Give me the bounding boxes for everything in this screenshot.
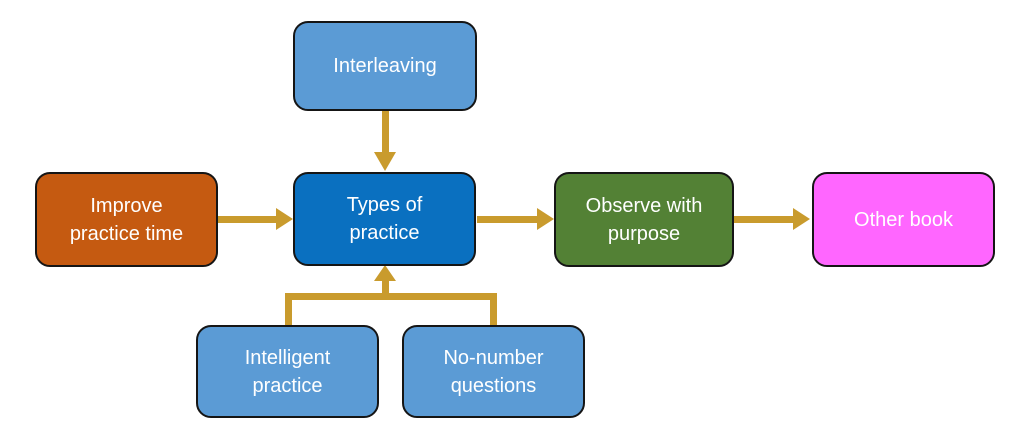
arrowhead-right-icon xyxy=(793,208,810,230)
node-label: questions xyxy=(450,374,537,397)
node-observe-with-purpose: Observe with purpose xyxy=(554,172,734,267)
arrowhead-right-icon xyxy=(537,208,554,230)
arrowhead-right-icon xyxy=(276,208,293,230)
arrowhead-down-icon xyxy=(374,152,396,171)
node-label: Improve xyxy=(90,194,163,217)
node-intelligent-practice: Intelligent practice xyxy=(196,325,379,418)
node-label: purpose xyxy=(607,222,681,245)
node-no-number-questions: No-number questions xyxy=(402,325,585,418)
node-label: practice xyxy=(252,374,323,397)
node-label: Intelligent xyxy=(244,346,331,369)
node-label: practice time xyxy=(69,222,184,245)
node-other-book: Other book xyxy=(812,172,995,267)
node-interleaving: Interleaving xyxy=(293,21,477,111)
node-label: Interleaving xyxy=(333,55,437,77)
node-label: Observe with xyxy=(585,194,703,217)
arrowhead-up-icon xyxy=(374,265,396,281)
node-types-of-practice: Types of practice xyxy=(293,172,476,266)
node-label: No-number xyxy=(443,346,544,369)
node-label: Other book xyxy=(854,208,953,231)
node-label: practice xyxy=(349,222,420,244)
node-improve-practice-time: Improve practice time xyxy=(35,172,218,267)
node-label: Types of xyxy=(346,194,423,216)
